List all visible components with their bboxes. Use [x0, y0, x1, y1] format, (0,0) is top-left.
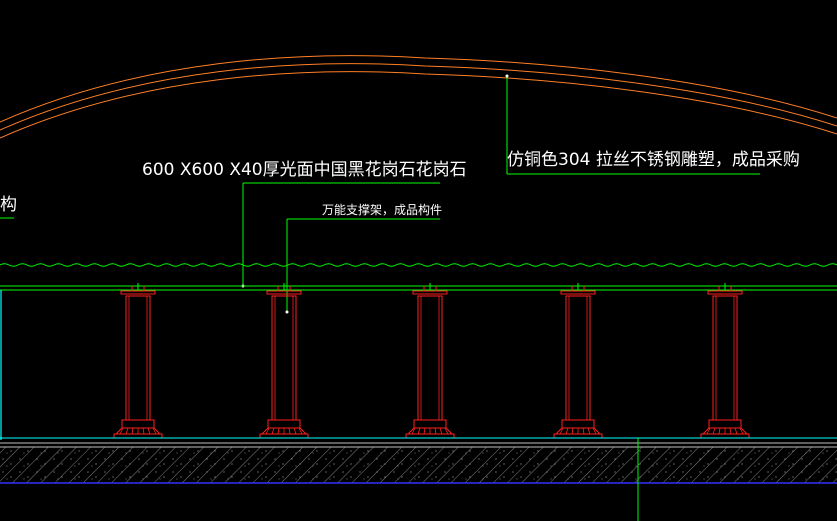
pedestal-support	[700, 283, 750, 439]
arch-outer-curve	[0, 55, 837, 123]
pedestal-base-rib	[565, 427, 569, 435]
pedestal-base-rib	[293, 427, 297, 435]
arch-middle-curve	[0, 63, 837, 131]
pedestal-base-rib	[729, 427, 732, 435]
water-wave-line	[0, 263, 837, 267]
stone-annotation-text: 600 X600 X40厚光面中国黑花岗石花岗石	[142, 160, 467, 180]
pedestal-base-rib	[739, 427, 744, 435]
pedestal-top-cap	[412, 290, 448, 295]
pedestal-shaft	[417, 295, 443, 421]
pedestal-annotation: 万能支撑架，成品构件	[285, 202, 442, 314]
pedestal-base-plate	[405, 433, 455, 439]
pedestal-base-ring	[561, 419, 595, 429]
leader-dot-icon	[285, 310, 289, 314]
pedestal-support	[259, 283, 309, 439]
pedestal-base-rib	[439, 427, 443, 435]
pedestal-base-rib	[265, 427, 270, 435]
pedestal-base-ring	[121, 419, 155, 429]
pedestal-shaft	[125, 295, 151, 421]
sculpture-annotation: 仿铜色304 拉丝不锈钢雕塑，成品采购	[505, 74, 800, 175]
pedestal-shaft	[565, 295, 591, 421]
pedestal-base-rib	[125, 427, 129, 435]
pedestal-base-rib	[142, 427, 145, 435]
pedestal-base-plate	[553, 433, 603, 439]
pedestal-base-rib	[587, 427, 591, 435]
pedestal-base-rib	[718, 427, 721, 435]
pedestal-base-rib	[147, 427, 151, 435]
pedestal-base-rib	[277, 427, 280, 435]
concrete-hatch-band	[0, 446, 837, 484]
arch-inner-curve	[0, 71, 837, 139]
stone-annotation: 600 X600 X40厚光面中国黑花岗石花岗石	[142, 160, 467, 288]
pedestal-support	[553, 283, 603, 439]
pedestal-base-rib	[706, 427, 711, 435]
pedestal-base-rib	[417, 427, 421, 435]
pedestal-base-plate	[700, 433, 750, 439]
pedestal-base-rib	[119, 427, 124, 435]
pedestal-base-rib	[298, 427, 303, 435]
pedestal-base-rib	[131, 427, 134, 435]
pedestal-base-rib	[423, 427, 426, 435]
sculpture-annotation-text: 仿铜色304 拉丝不锈钢雕塑，成品采购	[507, 150, 800, 170]
pedestal-base-rib	[288, 427, 291, 435]
pedestal-supports	[113, 283, 750, 439]
pedestal-base-ring	[267, 419, 301, 429]
pedestal-base-rib	[734, 427, 738, 435]
base-slab	[0, 437, 837, 444]
pedestal-support	[113, 283, 163, 439]
left-annotation-text: 构	[0, 195, 17, 215]
pedestal-base-rib	[271, 427, 275, 435]
left-annotation: 构	[0, 195, 17, 219]
pedestal-base-rib	[444, 427, 449, 435]
pedestal-base-rib	[582, 427, 585, 435]
pedestal-base-ring	[708, 419, 742, 429]
pedestal-base-rib	[152, 427, 157, 435]
pedestal-shaft	[271, 295, 297, 421]
stone-slab-layer	[0, 285, 837, 291]
pedestal-base-ring	[413, 419, 447, 429]
pedestal-base-rib	[411, 427, 416, 435]
pedestal-annotation-text: 万能支撑架，成品构件	[322, 202, 442, 217]
pedestal-shaft	[712, 295, 738, 421]
pedestal-base-rib	[712, 427, 716, 435]
leader-dot-icon	[505, 74, 509, 78]
pedestal-top-cap	[120, 290, 156, 295]
pedestal-base-rib	[434, 427, 437, 435]
pedestal-top-cap	[707, 290, 743, 295]
pedestal-base-plate	[113, 433, 163, 439]
sculpture-arch	[0, 55, 837, 139]
pedestal-base-plate	[259, 433, 309, 439]
pedestal-top-cap	[560, 290, 596, 295]
pedestal-base-rib	[592, 427, 597, 435]
pedestal-base-rib	[559, 427, 564, 435]
pedestal-support	[405, 283, 455, 439]
pedestal-base-rib	[571, 427, 574, 435]
pedestal-top-cap	[266, 290, 302, 295]
